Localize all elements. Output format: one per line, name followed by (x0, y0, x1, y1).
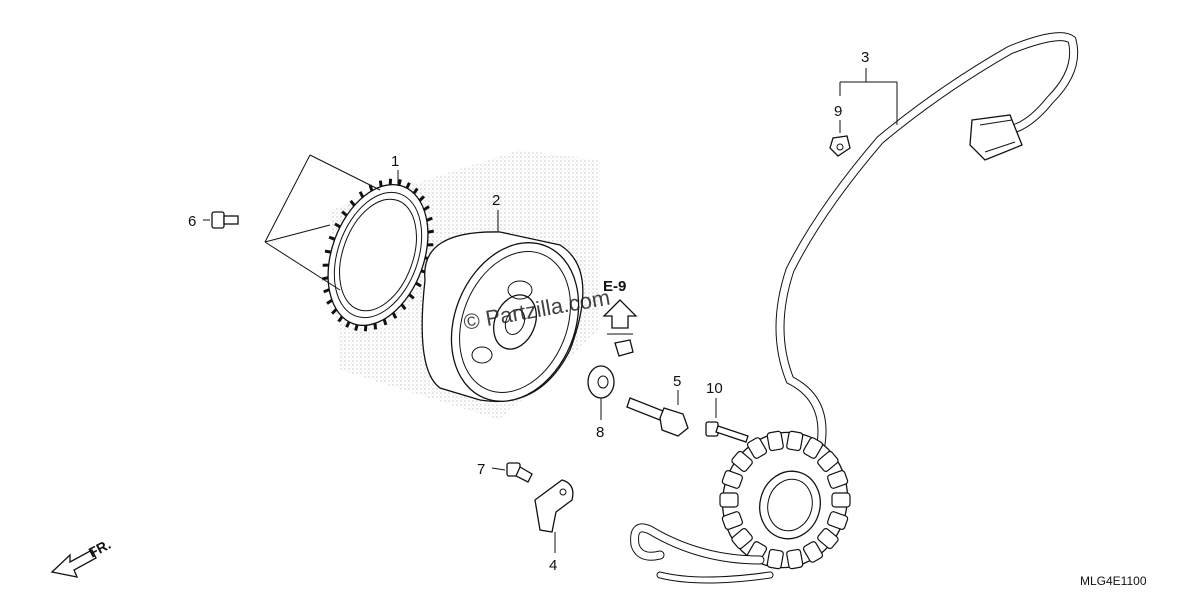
stator-assembly[interactable] (630, 32, 1079, 584)
callout-3[interactable]: 3 (861, 49, 869, 66)
stator-pole (786, 548, 804, 570)
ring-tooth (400, 303, 407, 311)
stator-pole (827, 470, 849, 489)
ring-tooth (382, 318, 388, 326)
wire-clamp-4[interactable] (534, 479, 574, 553)
stator-pole (766, 548, 784, 570)
callout-10[interactable]: 10 (706, 380, 723, 397)
stator-pole (719, 492, 739, 508)
stator-pole (802, 541, 824, 563)
stator-pole (827, 511, 849, 530)
ring-teeth (321, 178, 435, 332)
ring-tooth (334, 222, 341, 229)
stator-pole (721, 470, 743, 489)
washer-8[interactable] (587, 365, 615, 420)
ring-tooth (330, 308, 338, 315)
stator-poles (719, 430, 851, 570)
e9-reference (602, 299, 638, 335)
callout-8[interactable]: 8 (596, 424, 604, 441)
ring-tooth (354, 324, 359, 331)
flywheel[interactable] (421, 210, 601, 421)
stator-pole (817, 528, 839, 550)
callout-9[interactable]: 9 (834, 103, 842, 120)
ring-tooth (405, 182, 411, 189)
callout-1[interactable]: 1 (391, 153, 399, 170)
stator-pole (831, 492, 851, 508)
wire-connector[interactable] (969, 114, 1023, 161)
ring-tooth (328, 235, 336, 241)
stator-pole (746, 437, 768, 459)
ring-tooth (323, 288, 330, 294)
ring-tooth (415, 281, 422, 288)
ring-tooth (391, 312, 398, 319)
callout-5[interactable]: 5 (673, 373, 681, 390)
ring-tooth (324, 249, 332, 254)
front-direction-arrow: FR. (50, 536, 113, 578)
bolt-6[interactable] (203, 211, 239, 229)
stator-pole (802, 437, 824, 459)
reluctor-ring[interactable] (310, 171, 446, 340)
ring-tooth (373, 323, 378, 330)
woodruff-key[interactable] (614, 339, 634, 357)
stator-pole (731, 450, 753, 472)
flywheel-bolt-5[interactable] (626, 390, 689, 437)
ring-tooth (397, 179, 402, 186)
callout-6[interactable]: 6 (188, 213, 196, 230)
ring-tooth (378, 180, 383, 187)
callout-4[interactable]: 4 (549, 557, 557, 574)
ring-tooth (423, 205, 430, 211)
ring-tooth (358, 191, 365, 198)
ring-tooth (341, 210, 348, 217)
stator-pole (766, 430, 784, 452)
section-reference[interactable]: E-9 (603, 278, 626, 295)
stator-pole (721, 511, 743, 530)
bolt-7[interactable] (491, 462, 533, 483)
ring-tooth (426, 216, 433, 222)
callout-7[interactable]: 7 (477, 461, 485, 478)
stator-pole (786, 430, 804, 452)
leader-lines-1 (264, 154, 399, 291)
ring-tooth (418, 195, 426, 202)
ring-tooth (408, 293, 415, 300)
stator-pole (817, 450, 839, 472)
ring-tooth (345, 321, 351, 328)
ring-tooth (412, 187, 419, 195)
ring-tooth (337, 315, 344, 323)
callout-2[interactable]: 2 (492, 192, 500, 209)
ring-tooth (349, 199, 356, 207)
ring-tooth (326, 299, 333, 305)
ring-tooth (368, 184, 374, 192)
stator-pole (731, 528, 753, 550)
wire-clip-9[interactable] (829, 120, 851, 157)
diagram-ref-code: MLG4E1100 (1080, 574, 1147, 588)
bolt-10[interactable] (705, 398, 749, 443)
ring-tooth (427, 229, 435, 234)
